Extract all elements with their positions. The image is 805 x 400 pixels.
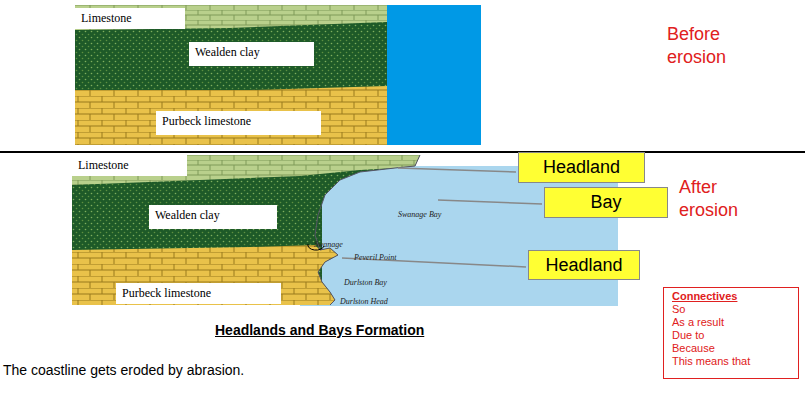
map-place-name: Swanage (314, 240, 343, 249)
leader-lines (342, 168, 542, 267)
map-place-name: Durlston Head (340, 297, 388, 306)
callout-box: Bay (544, 187, 668, 218)
body-text: The coastline gets eroded by abrasion. (3, 362, 244, 378)
node-text: Because (672, 342, 790, 355)
node-text: So (672, 303, 790, 316)
map-place-name: Swanage Bay (398, 210, 441, 219)
node-text: Headland (545, 255, 622, 276)
node-text: As a result (672, 316, 790, 329)
node-text: Wealden clay (195, 45, 260, 59)
callout-box: Headland (518, 152, 645, 183)
stage-label: After erosion (679, 176, 769, 222)
map-place-name: Durlston Bay (344, 278, 387, 287)
node-text: Purbeck limestone (122, 286, 211, 300)
node-text: Headland (543, 157, 620, 178)
rock-label-box: Limestone (75, 8, 185, 29)
rock-label-box: Purbeck limestone (116, 283, 281, 304)
stage-label: Before erosion (667, 23, 757, 69)
node-text: Due to (672, 329, 790, 342)
rock-label-box: Wealden clay (149, 205, 277, 229)
map-place-name: Peveril Point (354, 253, 396, 262)
rock-label-box: Limestone (72, 155, 187, 176)
diagram-title: Headlands and Bays Formation (215, 322, 424, 338)
node-text: This means that (672, 355, 790, 368)
node-text: Connectives (672, 290, 790, 303)
before-block (75, 5, 481, 145)
node-text: Wealden clay (155, 208, 220, 222)
node-text: Purbeck limestone (162, 114, 251, 128)
node-text: Bay (590, 192, 621, 213)
divider-line (0, 151, 805, 153)
rock-label-box: Wealden clay (189, 42, 314, 66)
rock-label-box: Purbeck limestone (156, 111, 321, 135)
node-text: Limestone (78, 158, 129, 172)
callout-box: Headland (528, 250, 640, 280)
node-text: Limestone (81, 11, 132, 25)
connectives-box: ConnectivesSoAs a resultDue toBecauseThi… (663, 287, 799, 379)
